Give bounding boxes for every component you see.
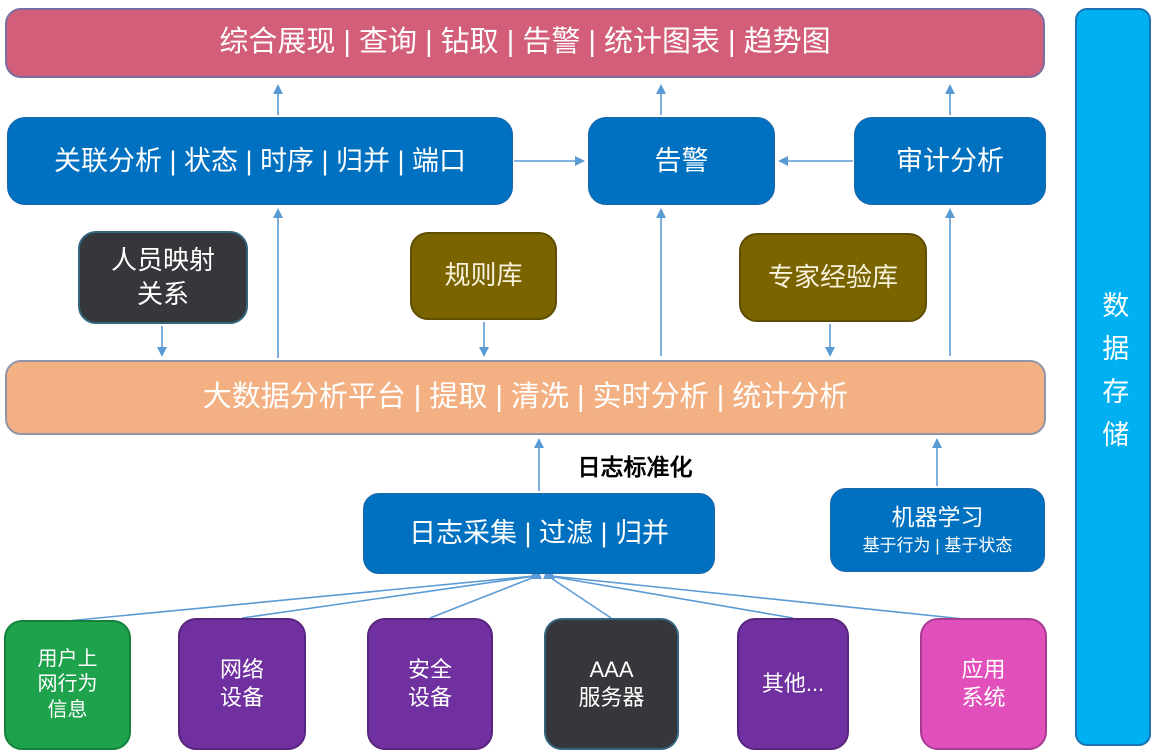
personnel-mapping-line2: 关系	[136, 278, 189, 309]
line-aaa-to-collection	[547, 575, 612, 619]
source-user-behavior-box: 用户上 网行为 信息	[4, 620, 131, 750]
source-other-box: 其他...	[737, 618, 849, 750]
alert-label: 告警	[654, 145, 709, 176]
line-network-to-collection	[241, 575, 537, 619]
expert-experience-box: 专家经验库	[739, 233, 927, 322]
machine-learning-box: 机器学习 基于行为 | 基于状态	[830, 488, 1045, 572]
machine-learning-title: 机器学习	[891, 504, 984, 531]
rule-library-label: 规则库	[444, 260, 523, 291]
audit-analysis-label: 审计分析	[896, 145, 1004, 176]
log-collection-label: 日志采集 | 过滤 | 归并	[408, 518, 670, 549]
log-collection-box: 日志采集 | 过滤 | 归并	[363, 493, 715, 574]
bigdata-platform-banner: 大数据分析平台 | 提取 | 清洗 | 实时分析 | 统计分析	[5, 360, 1046, 435]
log-standardization-label: 日志标准化	[577, 454, 693, 481]
bigdata-platform-label: 大数据分析平台 | 提取 | 清洗 | 实时分析 | 统计分析	[202, 380, 849, 413]
line-other-to-collection	[548, 575, 794, 619]
alert-box: 告警	[588, 117, 775, 205]
personnel-mapping-box: 人员映射 关系	[78, 231, 248, 324]
rule-library-box: 规则库	[410, 232, 557, 320]
correlation-analysis-label: 关联分析 | 状态 | 时序 | 归并 | 端口	[53, 145, 467, 176]
source-network-device-box: 网络 设备	[178, 618, 306, 750]
machine-learning-subtitle: 基于行为 | 基于状态	[862, 535, 1013, 555]
line-security-to-collection	[429, 575, 538, 619]
line-app-to-collection	[550, 575, 984, 622]
line-user-to-collection	[66, 575, 535, 622]
display-layer-label: 综合展现 | 查询 | 钻取 | 告警 | 统计图表 | 趋势图	[219, 26, 831, 59]
source-app-system-box: 应用 系统	[920, 618, 1047, 750]
data-storage-label: 数据存储	[1098, 291, 1129, 463]
source-security-device-box: 安全 设备	[367, 618, 493, 750]
data-storage-bar: 数据存储	[1075, 8, 1151, 746]
correlation-analysis-box: 关联分析 | 状态 | 时序 | 归并 | 端口	[7, 117, 513, 205]
expert-experience-label: 专家经验库	[767, 261, 898, 292]
display-layer-banner: 综合展现 | 查询 | 钻取 | 告警 | 统计图表 | 趋势图	[5, 8, 1045, 78]
personnel-mapping-line1: 人员映射	[110, 245, 215, 276]
audit-analysis-box: 审计分析	[854, 117, 1046, 205]
source-aaa-server-box: AAA 服务器	[544, 618, 679, 750]
